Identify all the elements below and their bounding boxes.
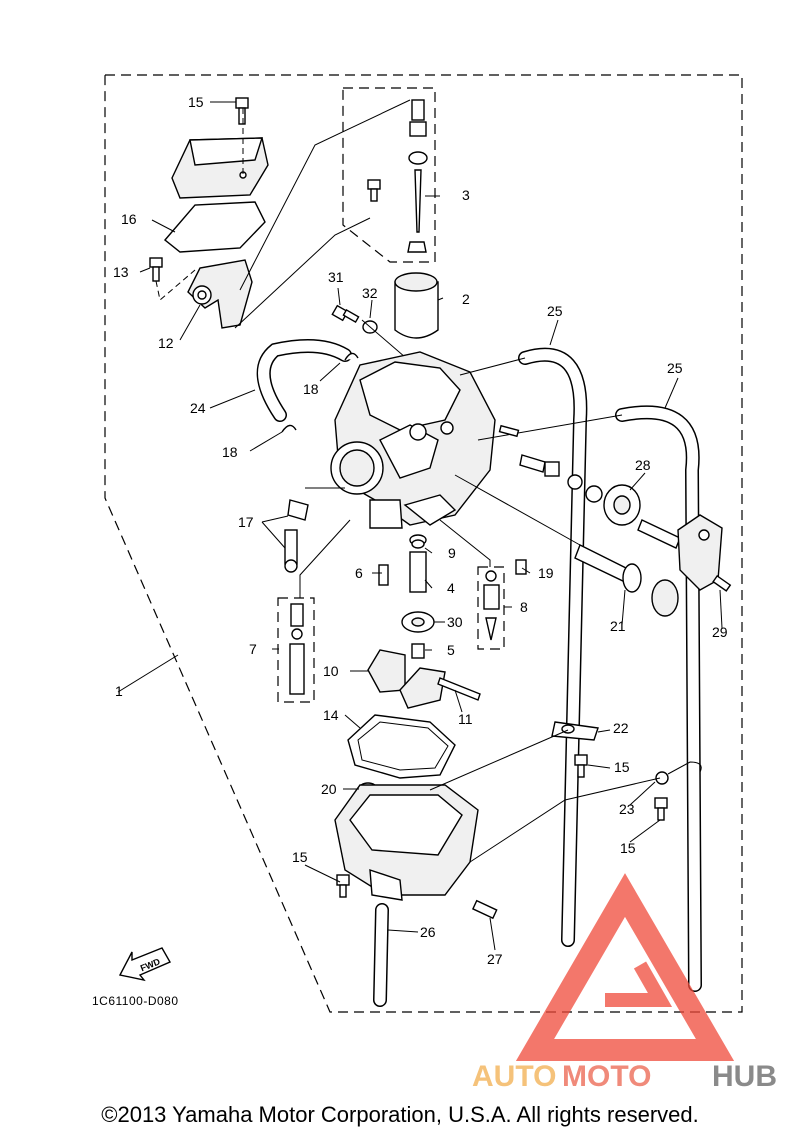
callout-17: 17 xyxy=(238,514,254,530)
exploded-parts-diagram: FWD 1C61100-D080 xyxy=(92,74,777,1093)
callout-11: 11 xyxy=(458,711,473,727)
throttle-lever-12 xyxy=(187,259,253,329)
screw-15-bracket xyxy=(574,754,588,778)
callout-29: 29 xyxy=(712,624,728,640)
clip-18-top xyxy=(344,352,359,361)
callout-9: 9 xyxy=(448,545,456,561)
callout-6: 6 xyxy=(355,565,363,581)
callout-22: 22 xyxy=(613,720,629,736)
diaphragm-28 xyxy=(603,484,641,526)
drawing-code: 1C61100-D080 xyxy=(92,994,179,1008)
watermark-moto: MOTO xyxy=(562,1060,651,1093)
callout-1: 1 xyxy=(115,683,123,699)
callout-4: 4 xyxy=(447,580,455,596)
callout-5: 5 xyxy=(447,642,455,658)
screw-15-bowl xyxy=(336,874,350,898)
callout-24: 24 xyxy=(190,400,206,416)
screw-15-top xyxy=(235,97,249,125)
pilot-screw-group-box xyxy=(277,597,315,703)
callout-28: 28 xyxy=(635,457,651,473)
callout-15-bowl: 15 xyxy=(292,849,308,865)
top-cover xyxy=(171,137,269,199)
bracket-22 xyxy=(551,721,599,741)
gasket-16 xyxy=(163,201,266,253)
watermark-auto: AUTO xyxy=(472,1060,556,1093)
carburetor-body xyxy=(330,351,496,529)
callout-15-bracket: 15 xyxy=(614,759,630,775)
o-ring-9 xyxy=(411,539,425,549)
callout-26: 26 xyxy=(420,924,436,940)
main-jet-4 xyxy=(409,534,427,593)
spring-pump xyxy=(637,519,681,549)
callout-7: 7 xyxy=(249,641,257,657)
clip-18-low xyxy=(281,424,297,433)
pump-linkage xyxy=(498,424,603,503)
callout-15-right: 15 xyxy=(620,840,636,856)
screw-6 xyxy=(378,564,389,586)
float-10 xyxy=(367,649,446,709)
screw-13 xyxy=(149,257,163,282)
callout-20: 20 xyxy=(321,781,337,797)
callout-32: 32 xyxy=(362,285,378,301)
callout-19: 19 xyxy=(538,565,554,581)
callout-15-top: 15 xyxy=(188,94,204,110)
pilot-screw-7 xyxy=(289,603,305,695)
automotohub-watermark xyxy=(515,873,735,1061)
screw-19 xyxy=(515,559,527,575)
callout-12: 12 xyxy=(158,335,174,351)
callout-18-top: 18 xyxy=(303,381,319,397)
callout-14: 14 xyxy=(323,707,339,723)
clip-23 xyxy=(655,761,702,785)
drain-screw-27 xyxy=(471,899,498,920)
float-pin-11 xyxy=(437,677,481,701)
inner-gasket-14 xyxy=(357,721,449,771)
callout-18-low: 18 xyxy=(222,444,238,460)
plunger-21 xyxy=(574,544,679,617)
fwd-arrow-icon: FWD xyxy=(118,947,171,982)
watermark-hub: HUB xyxy=(712,1060,777,1093)
assembly-boundary xyxy=(104,74,743,1013)
callout-25-a: 25 xyxy=(547,303,563,319)
callout-21: 21 xyxy=(610,618,626,634)
needle-valve-8 xyxy=(483,570,500,641)
needle-group-box xyxy=(342,87,436,263)
callout-27: 27 xyxy=(487,951,503,967)
callout-30: 30 xyxy=(447,614,463,630)
callout-leaders xyxy=(117,101,723,951)
gasket-14 xyxy=(347,714,456,779)
jet-30 xyxy=(401,611,435,633)
screw-31 xyxy=(331,304,360,324)
callout-10: 10 xyxy=(323,663,339,679)
callout-13: 13 xyxy=(113,264,129,280)
callout-8: 8 xyxy=(520,599,528,615)
callout-25-b: 25 xyxy=(667,360,683,376)
callout-23: 23 xyxy=(619,801,635,817)
screw-29 xyxy=(712,574,732,592)
needle-valve-group-box xyxy=(477,566,505,650)
callout-16: 16 xyxy=(121,211,137,227)
spring-17 xyxy=(284,499,309,573)
needle-group-3 xyxy=(367,99,428,253)
screw-15-right xyxy=(654,797,668,821)
float-bowl xyxy=(334,784,479,901)
callout-31: 31 xyxy=(328,269,344,285)
copyright-notice: ©2013 Yamaha Motor Corporation, U.S.A. A… xyxy=(101,1102,699,1127)
callout-2: 2 xyxy=(462,291,470,307)
watermark-triangle-icon xyxy=(515,873,735,1061)
pump-cover xyxy=(677,514,723,591)
pilot-jet-5 xyxy=(411,643,425,659)
callout-3: 3 xyxy=(462,187,470,203)
throttle-slide-2 xyxy=(394,272,439,339)
